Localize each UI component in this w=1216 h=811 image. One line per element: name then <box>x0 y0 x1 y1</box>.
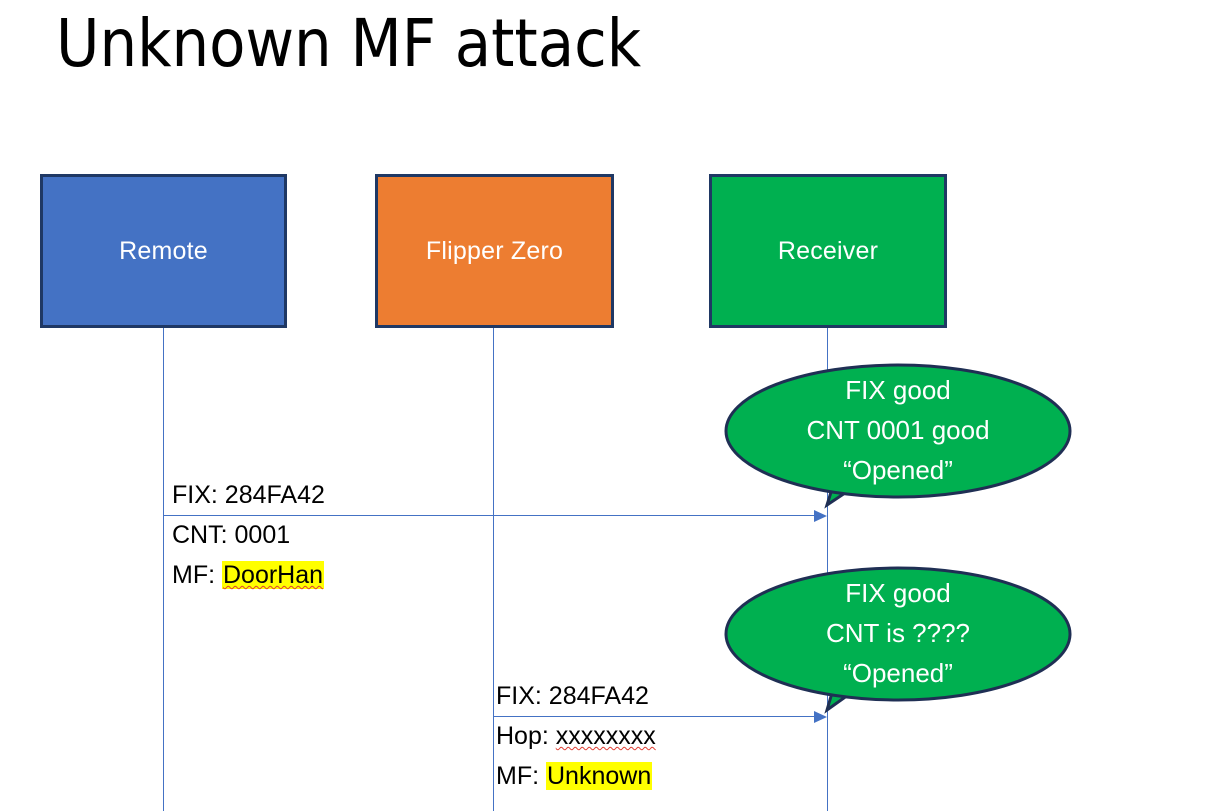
message-arrow-2 <box>493 711 827 723</box>
message-line-mf-value: DoorHan <box>222 561 325 589</box>
message-arrow-1-head <box>814 510 827 522</box>
message-line-fix-value: 284FA42 <box>224 481 325 509</box>
message-line-cnt: CNT: 0001 <box>172 515 325 555</box>
message-arrow-1 <box>163 510 827 522</box>
callout-bubble-1-ellipse <box>724 363 1072 499</box>
message-line-fix-label: FIX: <box>172 481 218 509</box>
callout-bubble-1: FIX good CNT 0001 good “Opened” <box>724 363 1072 518</box>
lifeline-flipper <box>493 327 494 811</box>
message-text-1: FIX: 284FA42 CNT: 0001 MF: DoorHan <box>172 475 325 595</box>
callout-bubble-1-shape <box>724 363 1072 509</box>
actor-label-flipper: Flipper Zero <box>425 236 564 265</box>
message2-line-mf-value: Unknown <box>546 762 653 790</box>
message-arrow-2-shaft <box>493 716 815 717</box>
actor-box-receiver[interactable]: Receiver <box>709 174 947 328</box>
message2-line-hop-value: xxxxxxxx <box>555 722 656 750</box>
message-line-mf: MF: DoorHan <box>172 555 325 595</box>
page-title: Unknown MF attack <box>56 5 642 82</box>
lifeline-remote <box>163 327 164 811</box>
actor-box-flipper[interactable]: Flipper Zero <box>375 174 614 328</box>
actor-box-remote[interactable]: Remote <box>40 174 287 328</box>
callout-bubble-2-ellipse <box>724 566 1072 702</box>
actor-label-remote: Remote <box>119 236 208 265</box>
message-line-mf-label: MF: <box>172 561 216 589</box>
message2-line-fix-value: 284FA42 <box>548 682 649 710</box>
message2-line-fix-label: FIX: <box>496 682 542 710</box>
message-text-2: FIX: 284FA42 Hop: xxxxxxxx MF: Unknown <box>496 676 656 796</box>
lifeline-receiver <box>827 327 828 811</box>
callout-bubble-2: FIX good CNT is ???? “Opened” <box>724 566 1072 721</box>
message-line-fix: FIX: 284FA42 <box>172 475 325 515</box>
message2-line-hop: Hop: xxxxxxxx <box>496 716 656 756</box>
message-arrow-1-shaft <box>163 515 815 516</box>
message2-line-mf: MF: Unknown <box>496 756 656 796</box>
message2-line-mf-label: MF: <box>496 762 540 790</box>
message-line-cnt-label: CNT: <box>172 521 228 549</box>
callout-bubble-2-shape <box>724 566 1072 714</box>
message2-line-hop-label: Hop: <box>496 722 549 750</box>
message-arrow-2-head <box>814 711 827 723</box>
message2-line-fix: FIX: 284FA42 <box>496 676 656 716</box>
actor-label-receiver: Receiver <box>777 236 879 265</box>
message-line-cnt-value: 0001 <box>234 521 291 549</box>
